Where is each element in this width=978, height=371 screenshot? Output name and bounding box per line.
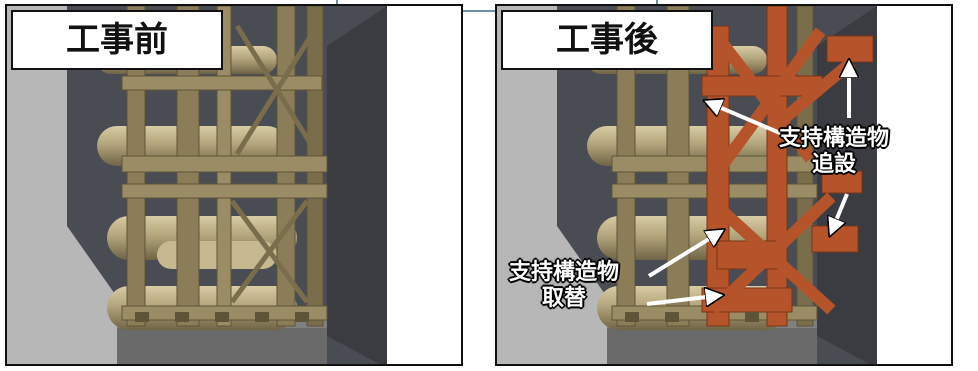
panel-label-after: 工事後 bbox=[501, 10, 713, 70]
panel-after: 工事後 支持構造物 追設 支持構造物 取替 bbox=[495, 4, 953, 366]
annotation-support-added: 支持構造物 追設 bbox=[778, 126, 889, 177]
base bbox=[117, 326, 327, 364]
panel-label-before: 工事前 bbox=[11, 10, 223, 70]
scene-before bbox=[7, 6, 461, 364]
panel-before: 工事前 bbox=[5, 4, 463, 366]
annotation-arrows bbox=[646, 68, 849, 304]
annotation-support-replaced: 支持構造物 取替 bbox=[508, 260, 619, 311]
base bbox=[607, 326, 817, 364]
